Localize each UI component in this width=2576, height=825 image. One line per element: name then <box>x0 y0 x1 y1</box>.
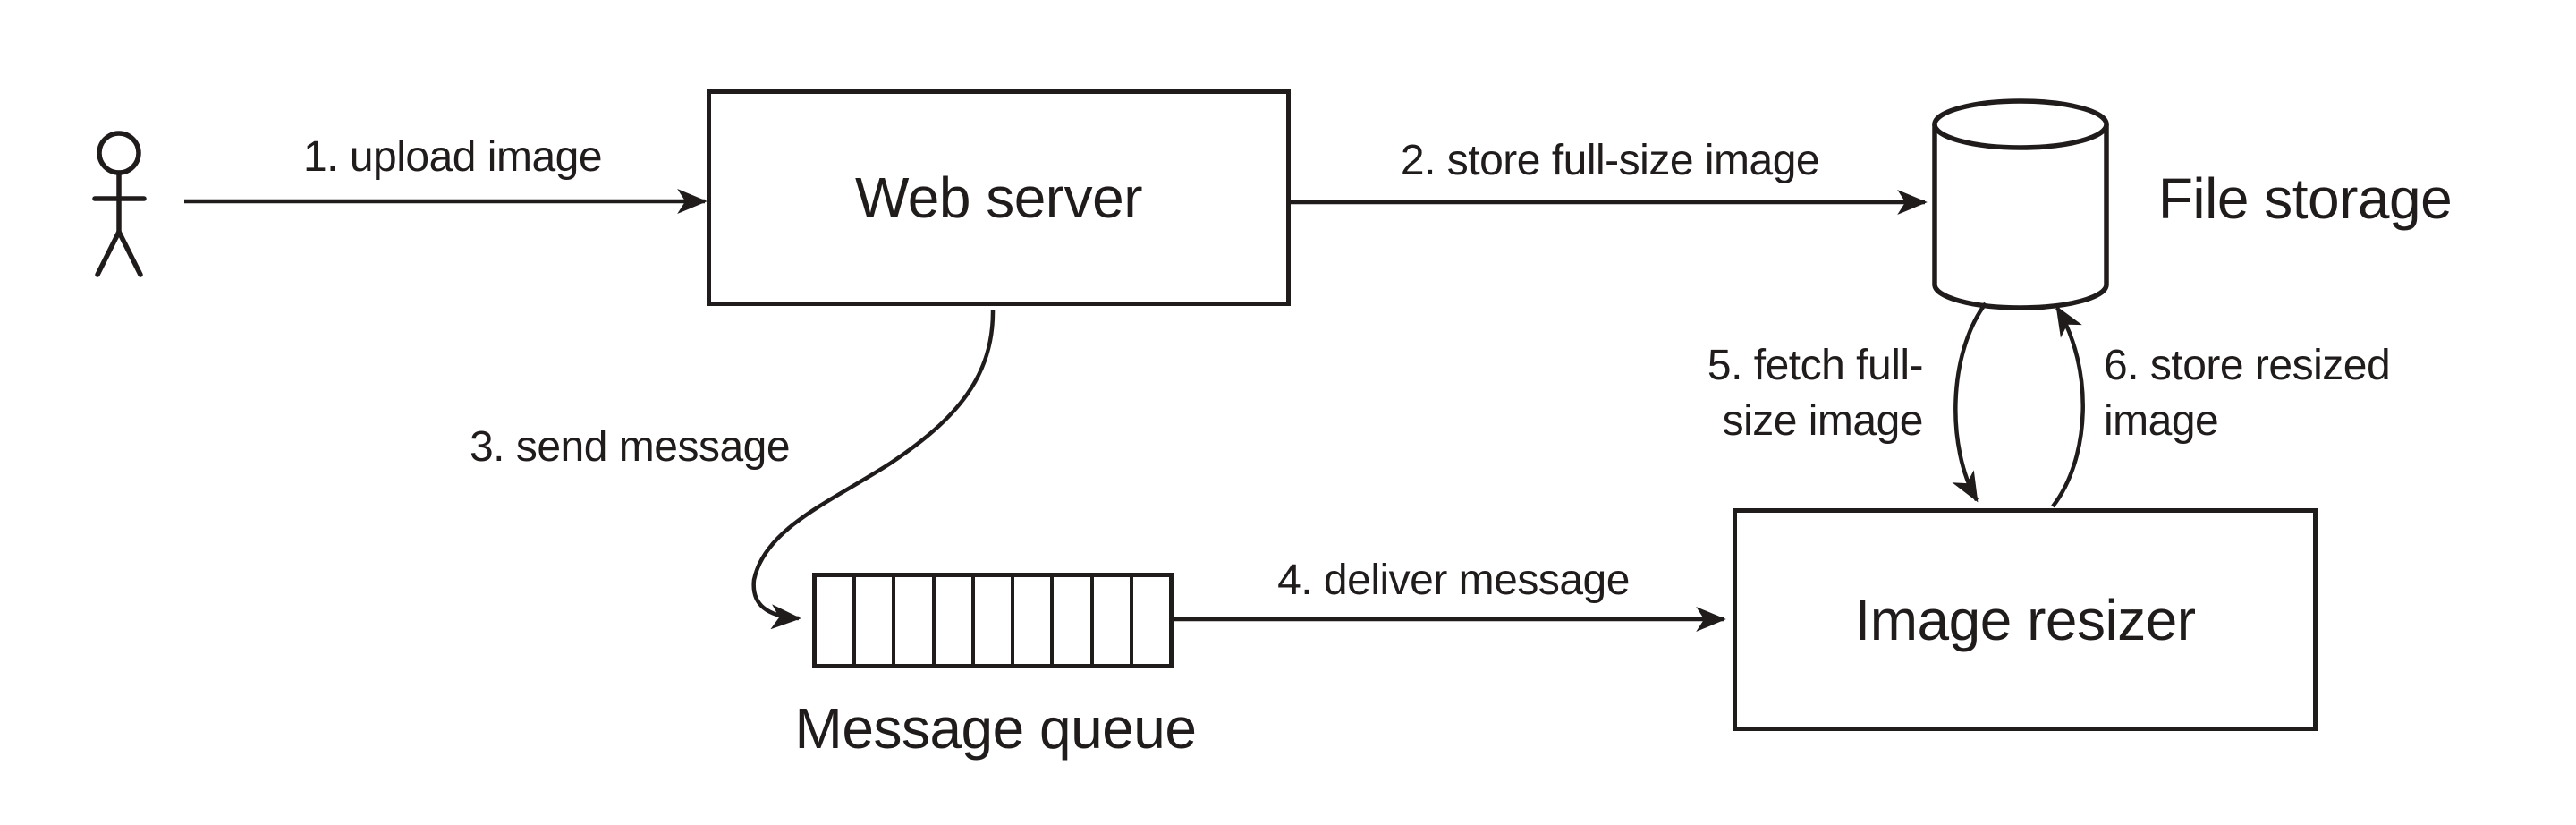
queue-cell <box>1094 577 1133 664</box>
queue-cell <box>856 577 896 664</box>
file-storage-cylinder-icon <box>1932 98 2109 310</box>
edge-label-send-message: 3. send message <box>469 423 791 471</box>
web-server-node: Web server <box>707 89 1291 306</box>
arrow-fetch-full-size-image <box>1952 302 1987 503</box>
arrow-store-resized-image <box>2051 305 2085 508</box>
image-resizer-node: Image resizer <box>1733 508 2318 731</box>
queue-cell <box>1014 577 1055 664</box>
queue-cell <box>975 577 1015 664</box>
image-resizer-label: Image resizer <box>1854 587 2196 652</box>
queue-cell <box>1133 577 1169 664</box>
arrow-send-message <box>751 309 996 630</box>
queue-cell <box>936 577 975 664</box>
message-queue-node <box>812 573 1174 668</box>
message-queue-label: Message queue <box>794 696 1197 761</box>
actor-icon <box>92 131 147 277</box>
edge-label-upload-image: 1. upload image <box>302 133 603 181</box>
edge-label-fetch-full-size-image: 5. fetch full- size image <box>1707 342 1924 445</box>
message-queue-cells <box>817 577 1169 664</box>
file-storage-label: File storage <box>2157 166 2453 231</box>
edge-label-deliver-message: 4. deliver message <box>1277 557 1630 604</box>
queue-cell <box>895 577 936 664</box>
queue-cell <box>817 577 857 664</box>
queue-cell <box>1054 577 1094 664</box>
edge-label-store-resized-image: 6. store resized image <box>2104 342 2391 445</box>
edge-label-store-full-size-image: 2. store full-size image <box>1400 137 1820 184</box>
web-server-label: Web server <box>854 166 1143 230</box>
